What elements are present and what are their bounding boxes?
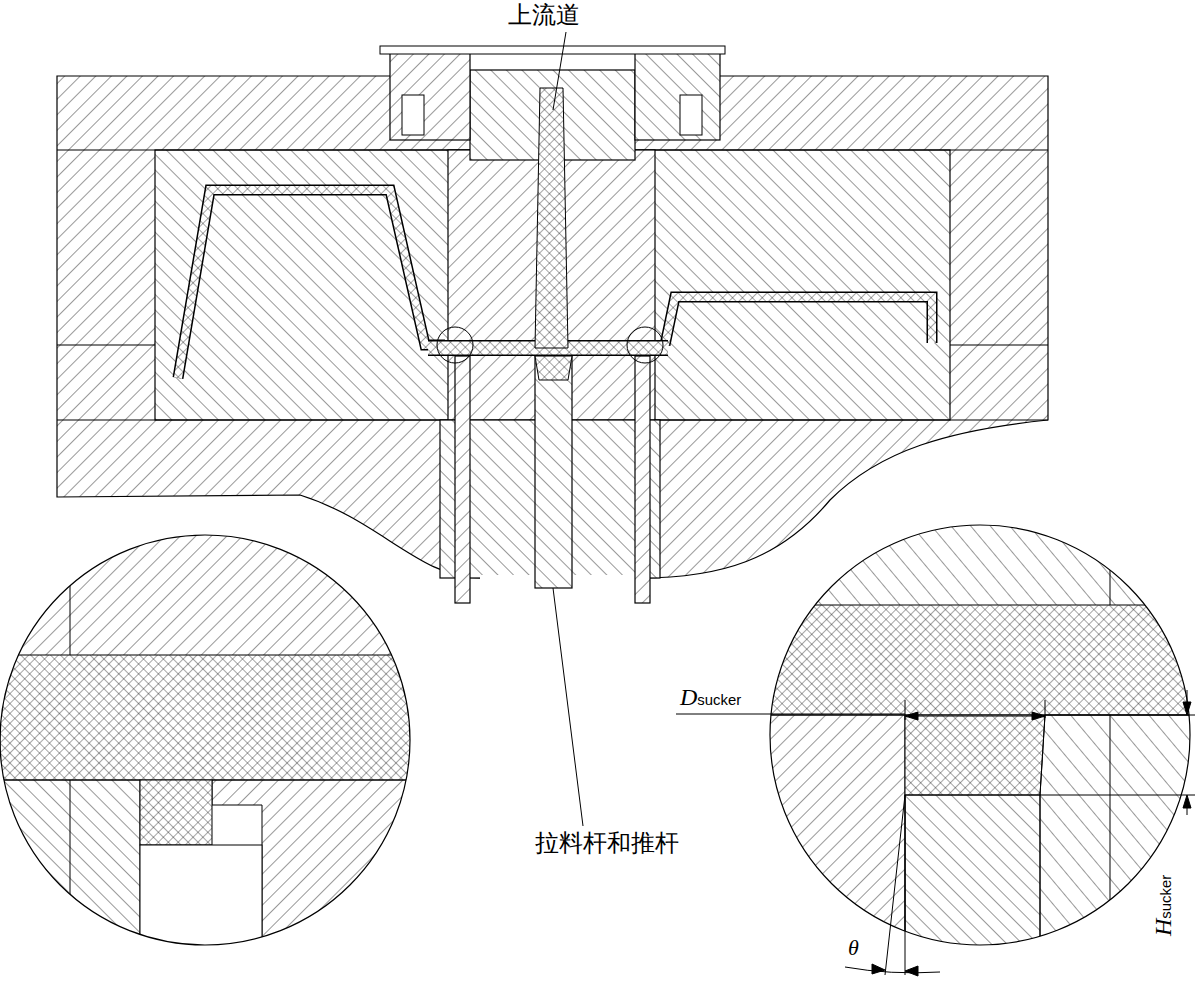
label-text: H [1150, 919, 1176, 936]
label-group: 拉料杆和推杆 [533, 830, 681, 856]
label-text: 上流道 [508, 1, 580, 29]
label-text: 拉料杆和推杆 [535, 829, 679, 857]
label-group: Hsucker [1150, 873, 1176, 938]
label-text: D [680, 684, 697, 710]
label-text: sucker [697, 692, 741, 708]
label-text: θ [848, 935, 859, 960]
label-group: Dsucker [678, 684, 743, 710]
label-group: θ [846, 936, 861, 960]
label-group: 上流道 [506, 2, 582, 28]
label-text: sucker [1158, 875, 1174, 919]
